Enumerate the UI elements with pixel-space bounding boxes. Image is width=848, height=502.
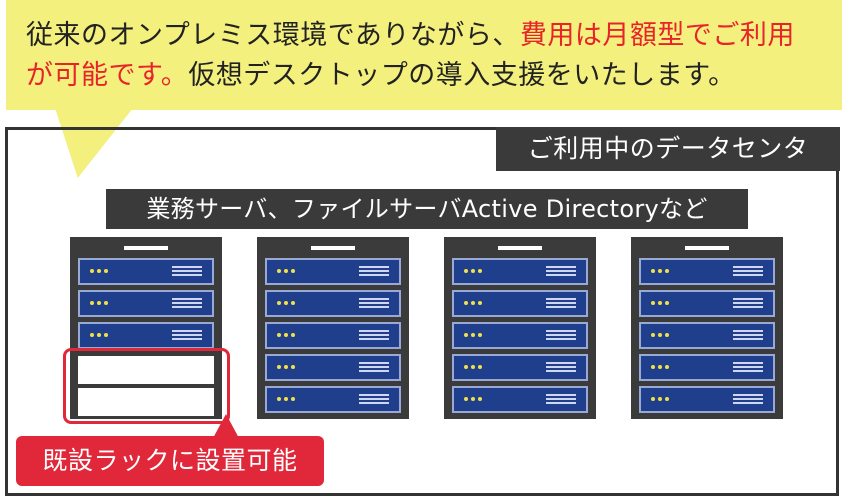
- datacenter-label: ご利用中のデータセンタ: [496, 127, 840, 171]
- vent-icon: [546, 298, 576, 310]
- vent-icon: [172, 330, 202, 342]
- empty-slots-highlight: [63, 348, 230, 424]
- server-rack-1: [70, 237, 222, 419]
- server-unit-icon: [639, 290, 775, 317]
- status-led-icon: [90, 301, 110, 306]
- status-led-icon: [651, 333, 671, 338]
- vent-icon: [546, 266, 576, 278]
- server-unit-icon: [265, 386, 401, 413]
- vent-icon: [359, 298, 389, 310]
- server-unit-icon: [639, 322, 775, 349]
- callout-line2-post: 仮想デスクトップの導入支援をいたします。: [188, 60, 736, 91]
- vent-icon: [733, 266, 763, 278]
- server-unit-icon: [452, 386, 588, 413]
- vent-icon: [172, 298, 202, 310]
- callout-line1-highlight: 費用は月額型でご利用: [519, 20, 795, 51]
- server-unit-icon: [265, 354, 401, 381]
- status-led-icon: [464, 365, 484, 370]
- vent-icon: [546, 394, 576, 406]
- server-unit-icon: [78, 322, 214, 349]
- status-led-icon: [464, 397, 484, 402]
- empty-rack-slot: [78, 388, 214, 416]
- callout-text: 従来のオンプレミス環境でありながら、費用は月額型でご利用 が可能です。仮想デスク…: [26, 16, 826, 96]
- status-led-icon: [277, 269, 297, 274]
- status-led-icon: [277, 397, 297, 402]
- server-rack-2: [257, 237, 409, 419]
- callout-bubble: [6, 0, 842, 110]
- callout-line1-pre: 従来のオンプレミス環境でありながら、: [26, 20, 520, 51]
- server-rack-4: [631, 237, 783, 419]
- install-badge: 既設ラックに設置可能: [16, 436, 324, 486]
- server-unit-icon: [639, 386, 775, 413]
- vent-icon: [546, 362, 576, 374]
- server-rack-3: [444, 237, 596, 419]
- rack-handle-icon: [498, 246, 542, 250]
- server-unit-icon: [452, 258, 588, 285]
- server-unit-icon: [452, 322, 588, 349]
- server-unit-icon: [452, 354, 588, 381]
- status-led-icon: [651, 365, 671, 370]
- rack-handle-icon: [124, 246, 168, 250]
- status-led-icon: [277, 301, 297, 306]
- status-led-icon: [651, 269, 671, 274]
- server-unit-icon: [265, 290, 401, 317]
- server-unit-icon: [639, 354, 775, 381]
- vent-icon: [172, 266, 202, 278]
- status-led-icon: [90, 333, 110, 338]
- vent-icon: [359, 362, 389, 374]
- status-led-icon: [464, 301, 484, 306]
- vent-icon: [546, 330, 576, 342]
- vent-icon: [733, 298, 763, 310]
- server-unit-icon: [639, 258, 775, 285]
- datacenter-frame: [5, 127, 839, 496]
- rack-handle-icon: [685, 246, 729, 250]
- badge-pointer: [212, 414, 240, 440]
- server-unit-icon: [265, 258, 401, 285]
- status-led-icon: [651, 397, 671, 402]
- vent-icon: [359, 266, 389, 278]
- vent-icon: [733, 394, 763, 406]
- status-led-icon: [277, 365, 297, 370]
- status-led-icon: [90, 269, 110, 274]
- status-led-icon: [651, 301, 671, 306]
- status-led-icon: [464, 269, 484, 274]
- vent-icon: [733, 362, 763, 374]
- status-led-icon: [277, 333, 297, 338]
- server-unit-icon: [452, 290, 588, 317]
- server-types-label: 業務サーバ、ファイルサーバActive Directoryなど: [106, 189, 748, 229]
- vent-icon: [359, 330, 389, 342]
- server-unit-icon: [265, 322, 401, 349]
- server-unit-icon: [78, 258, 214, 285]
- callout-line2-highlight: が可能です。: [26, 60, 189, 91]
- rack-handle-icon: [311, 246, 355, 250]
- status-led-icon: [464, 333, 484, 338]
- vent-icon: [733, 330, 763, 342]
- empty-rack-slot: [78, 356, 214, 384]
- vent-icon: [359, 394, 389, 406]
- server-unit-icon: [78, 290, 214, 317]
